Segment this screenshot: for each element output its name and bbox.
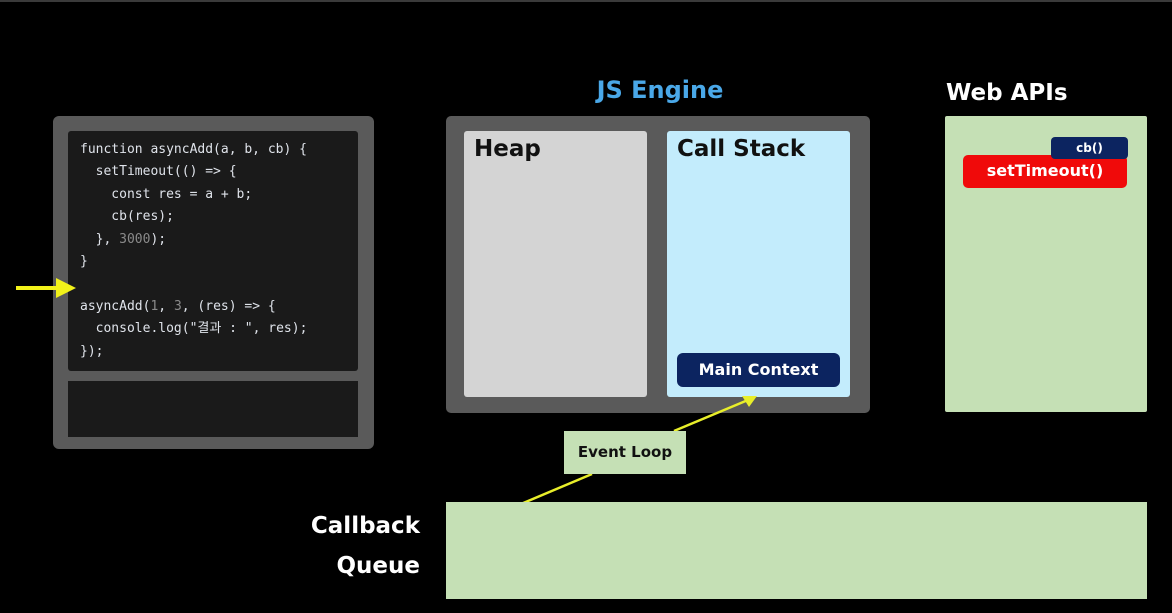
code-line: function asyncAdd(a, b, cb) {	[80, 142, 307, 157]
code-line: cb(res);	[80, 209, 174, 225]
js-engine-title: JS Engine	[596, 76, 724, 104]
code-listing: function asyncAdd(a, b, cb) { setTimeout…	[80, 139, 307, 363]
code-line: console.log("결과 : ", res);	[80, 321, 308, 337]
call-stack-box: Call Stack	[667, 131, 850, 397]
top-divider	[0, 0, 1172, 2]
callback-queue-label-line1: Callback	[310, 513, 420, 539]
console-output	[68, 381, 358, 437]
settimeout-block: setTimeout()	[963, 155, 1127, 188]
callback-queue-label-line2: Queue	[336, 553, 421, 579]
code-line: });	[80, 343, 104, 359]
event-loop-box: Event Loop	[564, 431, 686, 474]
callback-queue-panel	[446, 502, 1147, 599]
call-stack-title: Call Stack	[677, 136, 806, 162]
code-editor: function asyncAdd(a, b, cb) { setTimeout…	[68, 131, 358, 371]
callback-block: cb()	[1051, 137, 1128, 159]
code-line: }, 3000);	[80, 231, 167, 247]
code-line	[80, 273, 307, 295]
web-apis-title: Web APIs	[946, 80, 1068, 106]
code-line: setTimeout(() => {	[80, 164, 237, 180]
code-line: const res = a + b;	[80, 186, 253, 202]
callback-queue-label: Callback Queue	[260, 506, 420, 596]
current-line-arrow-icon	[16, 278, 76, 298]
heap-box: Heap	[464, 131, 647, 397]
code-line: asyncAdd(1, 3, (res) => {	[80, 298, 276, 314]
call-stack-item-main-context: Main Context	[677, 353, 840, 387]
code-line: }	[80, 254, 88, 270]
heap-title: Heap	[474, 136, 541, 162]
